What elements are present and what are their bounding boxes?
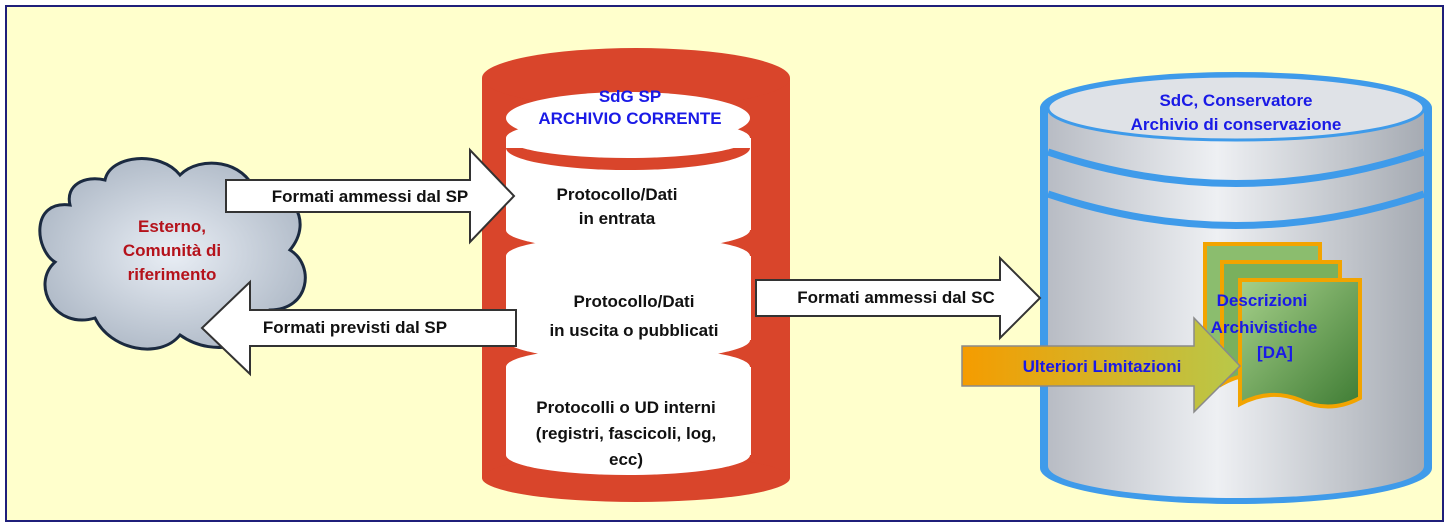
docs-line2: Archivistiche <box>1211 318 1318 337</box>
sc-formats-label: Formati ammessi dal SC <box>797 288 994 307</box>
archival-descriptions-documents <box>1203 242 1362 409</box>
archive-current-title: SdG SP ARCHIVIO CORRENTE <box>538 87 721 128</box>
db-left-seg3-line1: Protocolli o UD interni <box>536 398 715 417</box>
db-left-seg1-line1: Protocollo/Dati <box>557 185 678 204</box>
sc-formats-arrow <box>755 255 1042 341</box>
cloud-label-line1: Esterno, <box>138 217 206 236</box>
db-left-title-line1: SdG SP <box>599 87 661 106</box>
docs-line1: Descrizioni <box>1217 291 1308 310</box>
db-left-seg1-line2: in entrata <box>579 209 656 228</box>
db-left-seg3-line2: (registri, fascicoli, log, <box>536 424 716 443</box>
outgoing-formats-arrow <box>200 279 517 377</box>
archival-descriptions-label: Descrizioni Archivistiche [DA] <box>1211 291 1318 362</box>
cloud-label-line3: riferimento <box>128 265 217 284</box>
db-right-title-line2: Archivio di conservazione <box>1131 115 1342 134</box>
cloud-label-line2: Comunità di <box>123 241 221 260</box>
db-left-segment-outgoing: Protocollo/Dati in uscita o pubblicati <box>549 292 718 340</box>
db-left-seg3-line3: ecc) <box>609 450 643 469</box>
db-left-segment-internal: Protocolli o UD interni (registri, fasci… <box>536 398 716 469</box>
limitations-label: Ulteriori Limitazioni <box>1023 357 1182 376</box>
cloud-label: Esterno, Comunità di riferimento <box>123 217 221 284</box>
db-right-title-line1: SdC, Conservatore <box>1159 91 1312 110</box>
db-left-seg2-line2: in uscita o pubblicati <box>549 321 718 340</box>
outgoing-formats-label: Formati previsti dal SP <box>263 318 447 337</box>
db-left-seg2-line1: Protocollo/Dati <box>574 292 695 311</box>
archive-current-database <box>482 48 790 502</box>
db-left-segment-incoming: Protocollo/Dati in entrata <box>557 185 678 228</box>
db-left-title-line2: ARCHIVIO CORRENTE <box>538 109 721 128</box>
conservation-archive-title: SdC, Conservatore Archivio di conservazi… <box>1131 91 1342 134</box>
incoming-formats-label: Formati ammessi dal SP <box>272 187 469 206</box>
limitations-arrow <box>961 316 1242 414</box>
incoming-formats-arrow <box>225 147 516 245</box>
docs-line3: [DA] <box>1257 343 1293 362</box>
